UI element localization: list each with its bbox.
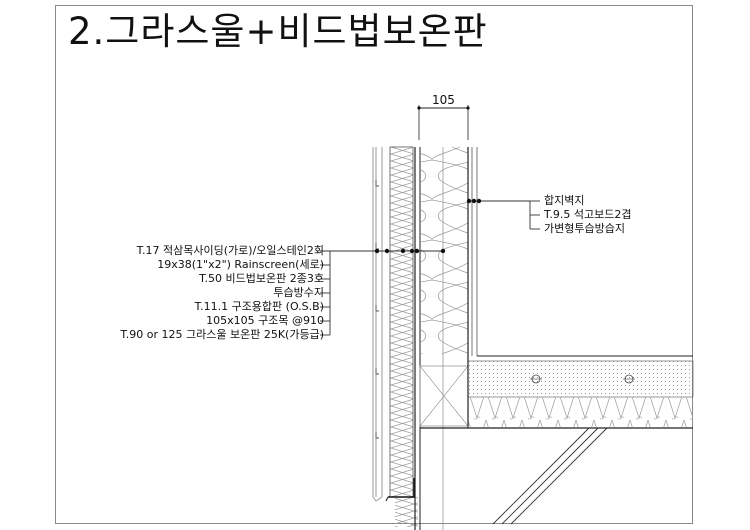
label-siding: T.17 적삼목사이딩(가로)/오일스테인2회: [136, 244, 324, 257]
label-wallpaper: 합지벽지: [544, 194, 585, 207]
label-eps-board: T.50 비드법보온판 2종3호: [199, 272, 324, 285]
flashing: [388, 478, 415, 498]
floor-insulation: [468, 397, 693, 427]
label-rainscreen: 19x38(1"x2") Rainscreen(세로): [157, 258, 324, 271]
floor-screed: [467, 360, 694, 398]
label-gypsum: T.9.5 석고보드2겹: [544, 208, 632, 221]
label-stud: 105x105 구조목 @910: [206, 314, 324, 327]
dimension-label: 105: [432, 93, 455, 107]
label-membrane: 투습방수지: [273, 286, 324, 299]
siding: [372, 147, 383, 502]
label-osb: T.11.1 구조용합판 (O.S.B): [194, 300, 324, 313]
drawing-frame: [55, 5, 693, 524]
break-line: [492, 427, 608, 525]
drawing-title: 2.그라스울+비드법보온판: [68, 10, 488, 53]
exterior-leader: [320, 250, 443, 336]
label-glass-wool: T.90 or 125 그라스울 보온판 25K(가등급): [120, 328, 324, 341]
eps-board: [389, 146, 414, 498]
interior-leader: [468, 200, 540, 230]
label-vapor-retarder: 가변형투습방습지: [544, 222, 625, 235]
